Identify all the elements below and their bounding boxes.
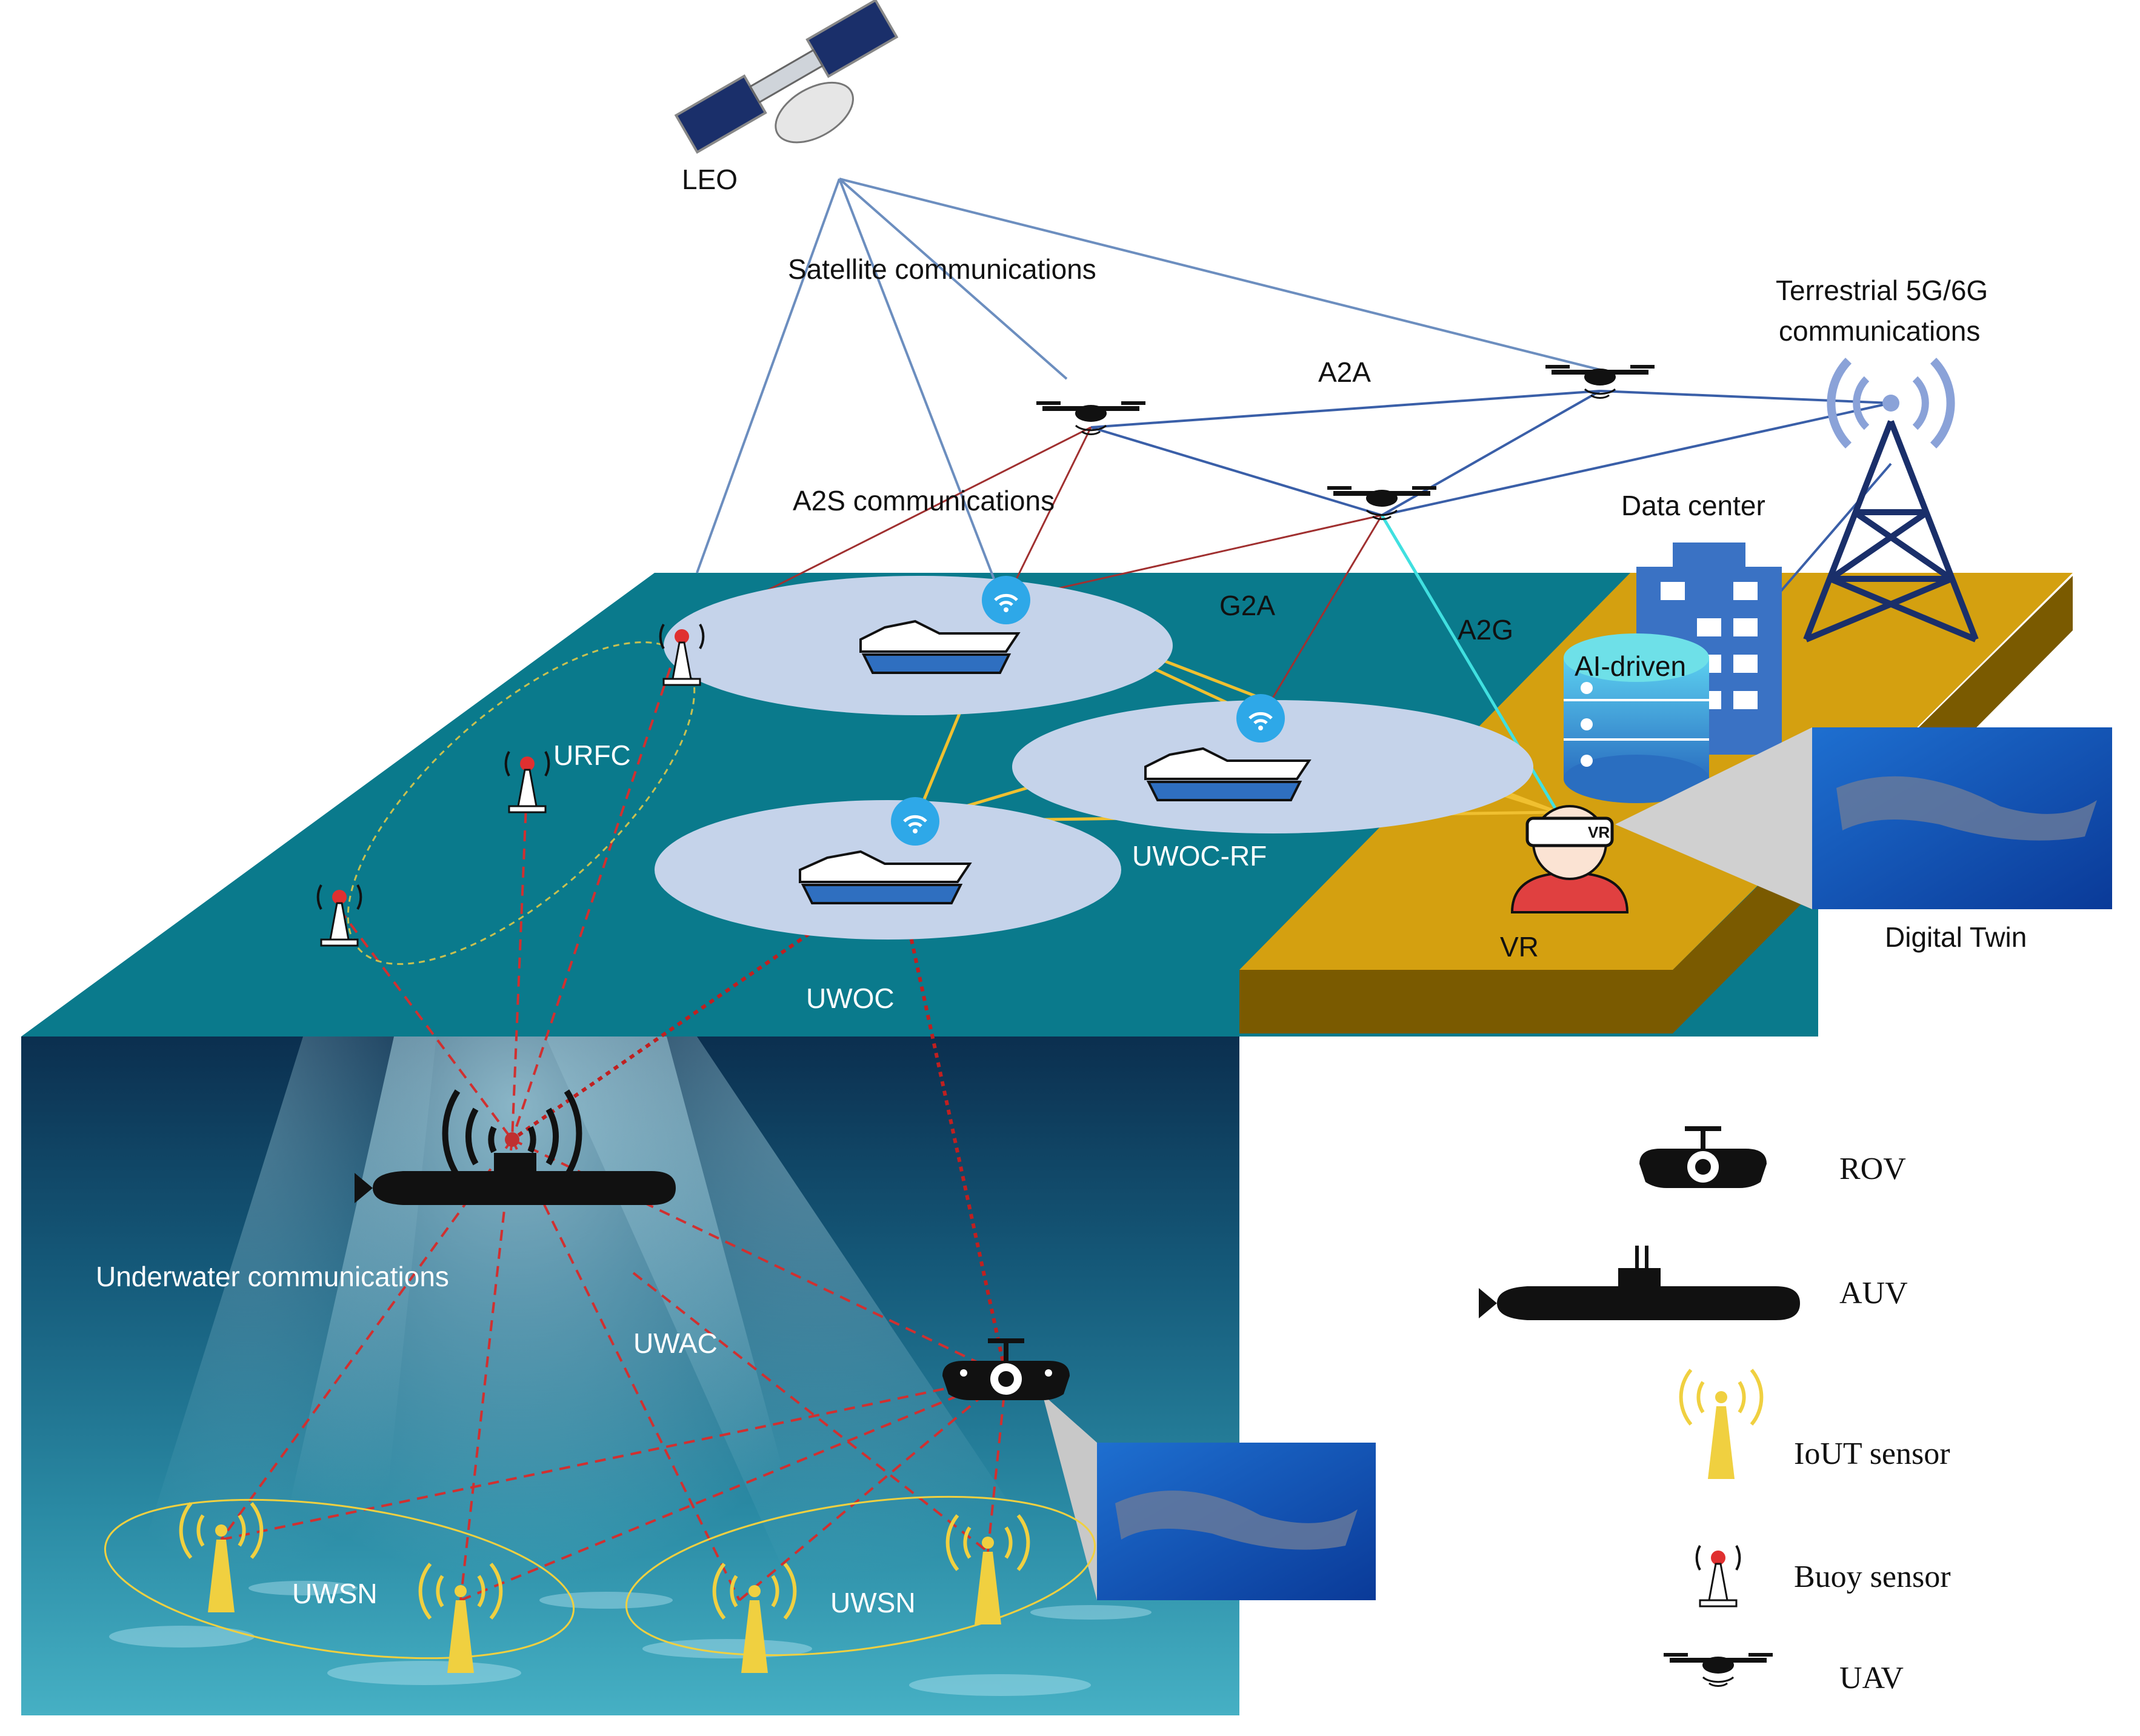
boat-icon bbox=[1144, 747, 1312, 801]
ai-database-icon bbox=[1564, 633, 1709, 803]
auv-icon bbox=[1479, 1246, 1800, 1320]
underwater-scene bbox=[21, 1037, 1239, 1715]
uav-icon bbox=[1664, 1653, 1773, 1687]
legend-item-buoy-sensor: Buoy sensor bbox=[1695, 1545, 1951, 1607]
urfc-label: URFC bbox=[553, 739, 631, 771]
buoy-sensor-icon bbox=[1695, 1545, 1741, 1607]
ai-driven-label: AI-driven bbox=[1575, 650, 1686, 682]
iout-sensor-icon bbox=[945, 1514, 1030, 1624]
uwsn-right-label: UWSN bbox=[830, 1587, 916, 1618]
wifi-node bbox=[891, 797, 939, 846]
leo-label: LEO bbox=[682, 164, 738, 195]
buoy-sensor-icon bbox=[504, 751, 550, 813]
legend-item-rov: ROV bbox=[1639, 1126, 1906, 1188]
uwsn-cluster-left bbox=[104, 1498, 575, 1660]
satellite-comm-label: Satellite communications bbox=[788, 253, 1096, 285]
boat-icon bbox=[859, 619, 1021, 674]
a2s-label: A2S communications bbox=[793, 485, 1055, 516]
rov-icon bbox=[1639, 1126, 1767, 1188]
uwsn-left-label: UWSN bbox=[292, 1578, 378, 1609]
satellite-links bbox=[696, 178, 1601, 579]
buoy-sensor-icon bbox=[316, 884, 362, 947]
rov-beam bbox=[1042, 1394, 1097, 1600]
vr-beam bbox=[1615, 727, 1812, 909]
legend-label: IoUT sensor bbox=[1794, 1437, 1950, 1471]
legend-label: Buoy sensor bbox=[1794, 1560, 1951, 1594]
iout-sensor-icon bbox=[1679, 1369, 1764, 1479]
a2a-label: A2A bbox=[1318, 356, 1371, 388]
rov-icon bbox=[942, 1338, 1070, 1400]
auv-icon bbox=[355, 1089, 676, 1205]
legend-label: ROV bbox=[1839, 1152, 1906, 1186]
boat-zone-2 bbox=[1012, 700, 1533, 833]
digital-twin-image bbox=[1812, 727, 2112, 909]
uav-icon bbox=[1327, 486, 1436, 520]
wifi-node bbox=[982, 576, 1030, 624]
rov-camera-image bbox=[1097, 1443, 1376, 1600]
cell-tower-icon bbox=[1803, 358, 1979, 643]
underwater-comm-label: Underwater communications bbox=[96, 1261, 449, 1292]
legend-label: AUV bbox=[1839, 1276, 1908, 1310]
terrestrial-label-line1: Terrestrial 5G/6G bbox=[1776, 275, 1988, 306]
uwoc-rf-label: UWOC-RF bbox=[1132, 840, 1267, 872]
a2g-label: A2G bbox=[1458, 614, 1513, 646]
legend-item-auv: AUV bbox=[1479, 1246, 1908, 1320]
boat-icon bbox=[799, 850, 972, 904]
digital-twin-label: Digital Twin bbox=[1885, 921, 2027, 953]
data-center-label: Data center bbox=[1621, 490, 1765, 521]
leo-satellite-icon bbox=[674, 0, 899, 154]
wifi-node bbox=[1236, 694, 1285, 743]
vr-label: VR bbox=[1500, 931, 1539, 963]
buoy-sensor-icon bbox=[659, 624, 705, 686]
iout-sensor-icon bbox=[418, 1563, 503, 1673]
underwater-links bbox=[220, 633, 1007, 1601]
terrestrial-label-line2: communications bbox=[1779, 315, 1980, 347]
iout-sensor-icon bbox=[712, 1563, 797, 1673]
uwsn-cluster-right bbox=[625, 1495, 1096, 1657]
vr-user-icon: VR bbox=[1510, 805, 1629, 913]
a2a-links bbox=[1090, 390, 1892, 598]
uwoc-label: UWOC bbox=[806, 983, 895, 1014]
uwac-label: UWAC bbox=[633, 1327, 718, 1359]
g2a-label: G2A bbox=[1219, 590, 1275, 621]
uav-icon bbox=[1545, 365, 1655, 399]
boat-zone-3 bbox=[655, 800, 1121, 940]
legend-item-iout-sensor: IoUT sensor bbox=[1679, 1369, 1950, 1479]
legend-item-uav: UAV bbox=[1664, 1653, 1904, 1695]
uav-icon bbox=[1036, 401, 1145, 435]
legend: ROV AUV IoUT sensor bbox=[1479, 1126, 1951, 1695]
legend-label: UAV bbox=[1839, 1661, 1904, 1695]
vr-headset-label: VR bbox=[1588, 823, 1610, 841]
iout-sensor-icon bbox=[179, 1502, 264, 1612]
boat-zone-1 bbox=[664, 576, 1173, 715]
